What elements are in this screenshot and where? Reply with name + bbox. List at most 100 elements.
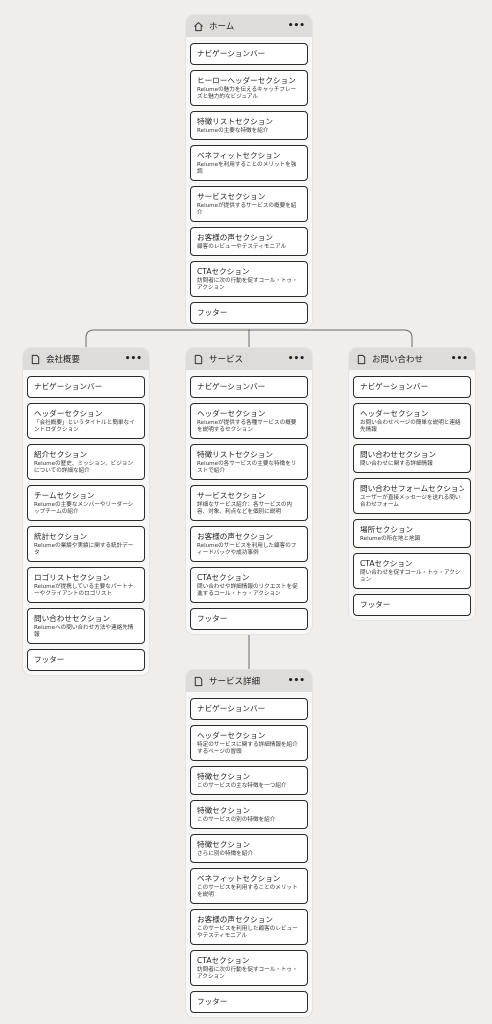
more-options-icon[interactable]: •••	[287, 353, 305, 364]
section-description: 問い合わせに関する詳細情報	[360, 461, 433, 467]
connector-home-contact	[249, 329, 413, 348]
section-description: このサービスの別の特徴を紹介	[197, 817, 276, 823]
section-card[interactable]: フッター	[190, 991, 308, 1013]
section-card[interactable]: フッター	[190, 608, 308, 630]
section-description: Relumeの主要な特徴を紹介	[197, 128, 269, 134]
node-contact[interactable]: お問い合わせ ••• ナビゲーションバーヘッダーセクションお問い合わせページの簡…	[349, 348, 475, 620]
section-title: フッター	[197, 614, 228, 623]
section-description: 詳細なサービス紹介：各サービスの内容、対象、利点などを個別に説明	[197, 502, 293, 515]
section-card[interactable]: 問い合わせフォームセクションユーザーが直接メッセージを送れる問い合わせフォーム	[353, 478, 471, 514]
section-title: お客様の声セクション	[197, 532, 273, 541]
section-card[interactable]: ヘッダーセクション特定のサービスに関する詳細情報を紹介するページの冒頭	[190, 725, 308, 761]
section-title: 特徴セクション	[197, 806, 251, 815]
section-card[interactable]: お客様の声セクション Relumeのサービスを利用した顧客のフィードバックや成功事…	[190, 526, 308, 562]
section-title: サービスセクション	[197, 192, 266, 201]
section-description: Relumeのサービスを利用した顧客のフィードバックや成功事例	[197, 543, 297, 556]
section-card[interactable]: ベネフィットセクションこのサービスを利用することのメリットを説明	[190, 868, 308, 904]
node-service-detail[interactable]: サービス詳細 ••• ナビゲーションバーヘッダーセクション特定のサービスに関する…	[186, 670, 312, 1017]
section-title: 問い合わせフォームセクション	[360, 484, 464, 493]
section-title: フッター	[197, 997, 228, 1006]
section-title: ヘッダーセクション	[34, 409, 103, 418]
section-title: チームセクション	[34, 491, 95, 500]
section-description: Relumeへの問い合わせ方法や連絡先情報	[34, 625, 134, 638]
section-title: CTAセクション	[360, 559, 413, 568]
section-card[interactable]: お客様の声セクションこのサービスを利用した顧客のレビューやテスティモニアル	[190, 909, 308, 945]
more-options-icon[interactable]: •••	[287, 675, 305, 686]
section-description: 特定のサービスに関する詳細情報を紹介するページの冒頭	[197, 742, 298, 755]
more-options-icon[interactable]: •••	[124, 353, 142, 364]
section-card[interactable]: CTAセクション問い合わせや詳細情報のリクエストを促進するコール・トゥ・アクショ…	[190, 567, 308, 603]
section-card[interactable]: お客様の声セクション顧客のレビューやテスティモニアル	[190, 227, 308, 256]
section-card[interactable]: サービスセクション Relumeが提供するサービスの概要を紹介	[190, 186, 308, 222]
section-title: 統計セクション	[34, 532, 88, 541]
section-card[interactable]: チームセクション Relumeの主要なメンバーやリーダーシップチームの紹介	[27, 485, 145, 521]
section-card[interactable]: ナビゲーションバー	[190, 698, 308, 720]
section-card[interactable]: 問い合わせセクション問い合わせに関する詳細情報	[353, 444, 471, 473]
node-title: ホーム	[209, 22, 235, 32]
section-card[interactable]: ナビゲーションバー	[353, 376, 471, 398]
node-title: 会社概要	[46, 355, 81, 365]
section-title: お客様の声セクション	[197, 915, 273, 924]
section-card[interactable]: フッター	[190, 302, 308, 324]
section-card[interactable]: 特徴セクションこのサービスの別の特徴を紹介	[190, 800, 308, 829]
section-description: 「会社概要」というタイトルと簡単なイントロダクション	[34, 420, 135, 433]
section-card[interactable]: ヘッダーセクション「会社概要」というタイトルと簡単なイントロダクション	[27, 403, 145, 439]
more-options-icon[interactable]: •••	[450, 353, 468, 364]
page-icon	[193, 676, 204, 687]
node-title: お問い合わせ	[372, 355, 424, 365]
section-card[interactable]: CTAセクション訪問者に次の行動を促すコール・トゥ・アクション	[190, 950, 308, 986]
section-description: Relumeの所在地と地図	[360, 536, 421, 542]
section-card[interactable]: ナビゲーションバー	[190, 376, 308, 398]
section-list: ナビゲーションバーヘッダーセクション「会社概要」というタイトルと簡単なイントロダ…	[23, 370, 149, 675]
section-title: 問い合わせセクション	[34, 614, 110, 623]
section-title: 特徴セクション	[197, 840, 251, 849]
section-title: フッター	[197, 308, 228, 317]
section-card[interactable]: ナビゲーションバー	[190, 43, 308, 65]
section-card[interactable]: 統計セクション Relumeの業績や実績に関する統計データ	[27, 526, 145, 562]
section-card[interactable]: CTAセクション訪問者に次の行動を促すコール・トゥ・アクション	[190, 261, 308, 297]
page-icon	[356, 354, 367, 365]
section-description: ユーザーが直接メッセージを送れる問い合わせフォーム	[360, 495, 461, 508]
section-description: Relumeの魅力を伝えるキャッチフレーズと魅力的なビジュアル	[197, 87, 297, 100]
section-card[interactable]: CTAセクション問い合わせを促すコール・トゥ・アクション	[353, 553, 471, 589]
section-list: ナビゲーションバーヘッダーセクションお問い合わせページの簡単な説明と連絡先情報問…	[349, 370, 475, 620]
section-title: ベネフィットセクション	[197, 151, 281, 160]
section-card[interactable]: フッター	[27, 649, 145, 671]
section-card[interactable]: 問い合わせセクション Relumeへの問い合わせ方法や連絡先情報	[27, 608, 145, 644]
section-title: ナビゲーションバー	[34, 382, 103, 391]
section-card[interactable]: 特徴セクションさらに別の特徴を紹介	[190, 834, 308, 863]
section-card[interactable]: ナビゲーションバー	[27, 376, 145, 398]
node-title: サービス	[209, 355, 244, 365]
section-card[interactable]: 特徴セクションこのサービスの主な特徴を一つ紹介	[190, 766, 308, 795]
more-options-icon[interactable]: •••	[287, 20, 305, 31]
section-title: フッター	[34, 655, 65, 664]
section-card[interactable]: サービスセクション詳細なサービス紹介：各サービスの内容、対象、利点などを個別に説…	[190, 485, 308, 521]
section-title: ナビゲーションバー	[197, 49, 266, 58]
section-description: Relumeの歴史、ミッション、ビジョンについての詳細な紹介	[34, 461, 134, 474]
section-description: Relumeの業績や実績に関する統計データ	[34, 543, 134, 556]
page-icon	[30, 354, 41, 365]
node-about[interactable]: 会社概要 ••• ナビゲーションバーヘッダーセクション「会社概要」というタイトル…	[23, 348, 149, 675]
section-description: 問い合わせを促すコール・トゥ・アクション	[360, 570, 461, 583]
section-description: 訪問者に次の行動を促すコール・トゥ・アクション	[197, 278, 298, 291]
section-description: Relumeの主要なメンバーやリーダーシップチームの紹介	[34, 502, 134, 515]
section-title: 特徴セクション	[197, 772, 251, 781]
section-title: お客様の声セクション	[197, 233, 273, 242]
section-description: Relumeが提供するサービスの概要を紹介	[197, 203, 297, 216]
section-list: ナビゲーションバーヘッダーセクション特定のサービスに関する詳細情報を紹介するペー…	[186, 692, 312, 1017]
section-card[interactable]: フッター	[353, 594, 471, 616]
section-card[interactable]: ヘッダーセクションお問い合わせページの簡単な説明と連絡先情報	[353, 403, 471, 439]
section-description: 問い合わせや詳細情報のリクエストを促進するコール・トゥ・アクション	[197, 584, 298, 597]
section-title: ヘッダーセクション	[197, 731, 266, 740]
